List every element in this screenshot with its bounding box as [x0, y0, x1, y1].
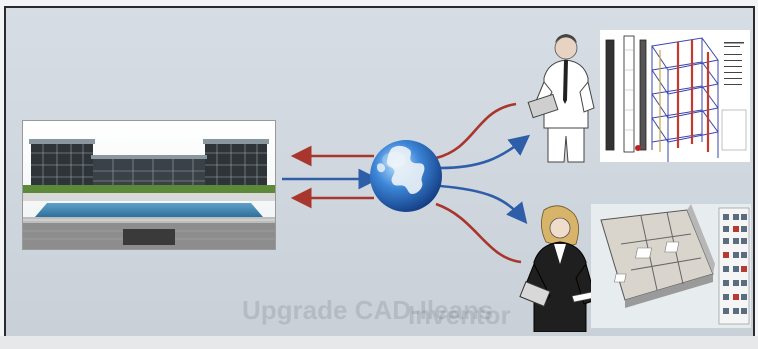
bottom-strip [0, 336, 758, 349]
cad-model-bottom [591, 204, 751, 328]
arrow-blue-right-bottom [440, 186, 524, 220]
man-with-clipboard-icon [520, 28, 606, 164]
arrow-red-right-bottom [436, 204, 521, 262]
arrow-blue-right-top [440, 138, 526, 168]
arrow-red-right-top [436, 104, 516, 158]
globe-icon [370, 140, 442, 212]
diagram-frame: Upgrade CAD-Ileans Inventor [4, 6, 755, 338]
cad-model-top [600, 30, 750, 162]
